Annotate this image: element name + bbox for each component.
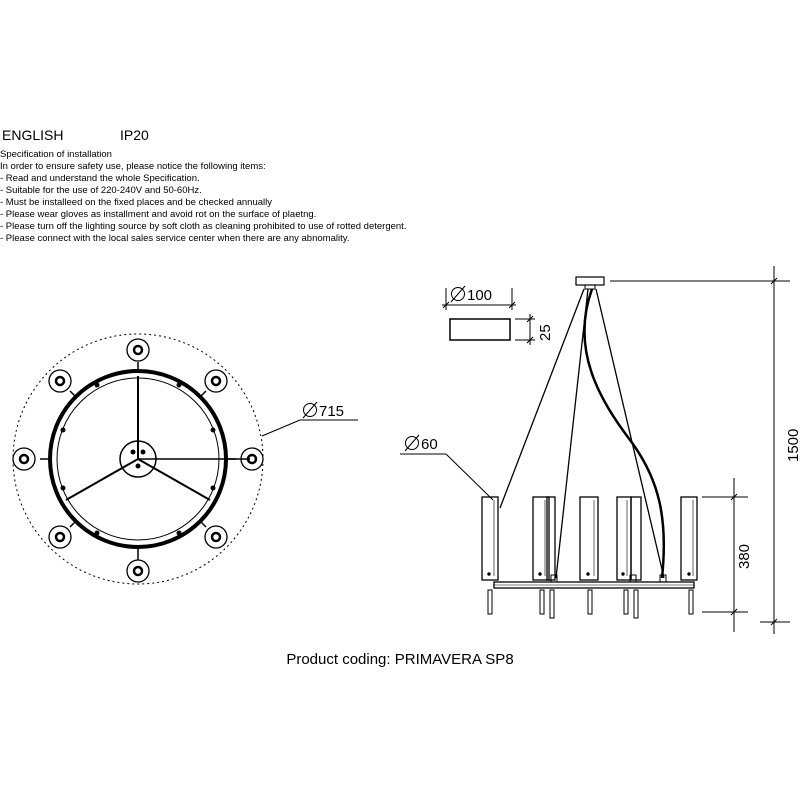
spec-intro: In order to ensure safety use, please no… <box>0 161 266 172</box>
lamp-holder <box>199 369 228 398</box>
lamp-holder <box>126 547 150 583</box>
spec-item: - Must be installeed on the fixed places… <box>0 197 272 208</box>
glass-shade <box>532 496 550 581</box>
canopy-detail <box>449 318 511 341</box>
top-view <box>12 333 358 585</box>
total-height-value: 1500 <box>785 429 800 462</box>
lamp-holder <box>48 369 77 398</box>
side-view <box>400 266 790 634</box>
spec-title: Specification of installation <box>0 149 112 160</box>
specification-block: Specification of installation In order t… <box>0 149 520 245</box>
center-hub <box>119 440 157 478</box>
lamp-holder <box>48 520 77 549</box>
shade-diameter-value: 60 <box>421 436 438 453</box>
outer-diameter-value: 715 <box>319 403 344 420</box>
spec-item: - Read and understand the whole Specific… <box>0 173 200 184</box>
lamp-holder <box>226 447 264 471</box>
lamp-height-value: 380 <box>736 544 753 569</box>
product-coding: Product coding: PRIMAVERA SP8 <box>286 651 514 668</box>
canopy-height-value: 25 <box>537 324 554 341</box>
ceiling-canopy <box>575 276 605 286</box>
lamp-holder <box>12 447 50 471</box>
glass-shade <box>579 496 599 581</box>
glass-shade <box>680 496 698 581</box>
glass-shade <box>481 496 499 581</box>
lamp-holder <box>199 520 228 549</box>
spec-item: - Please wear gloves as installment and … <box>0 209 317 220</box>
glass-shade <box>616 496 632 581</box>
language-label: ENGLISH <box>2 127 64 143</box>
spec-item: - Suitable for the use of 220-240V and 5… <box>0 185 202 196</box>
lamp-holder <box>126 338 150 371</box>
ip-rating-label: IP20 <box>120 127 149 143</box>
spec-item: - Please turn off the lighting source by… <box>0 221 407 232</box>
canopy-diameter-value: 100 <box>467 287 492 304</box>
spec-item: - Please connect with the local sales se… <box>0 233 350 244</box>
